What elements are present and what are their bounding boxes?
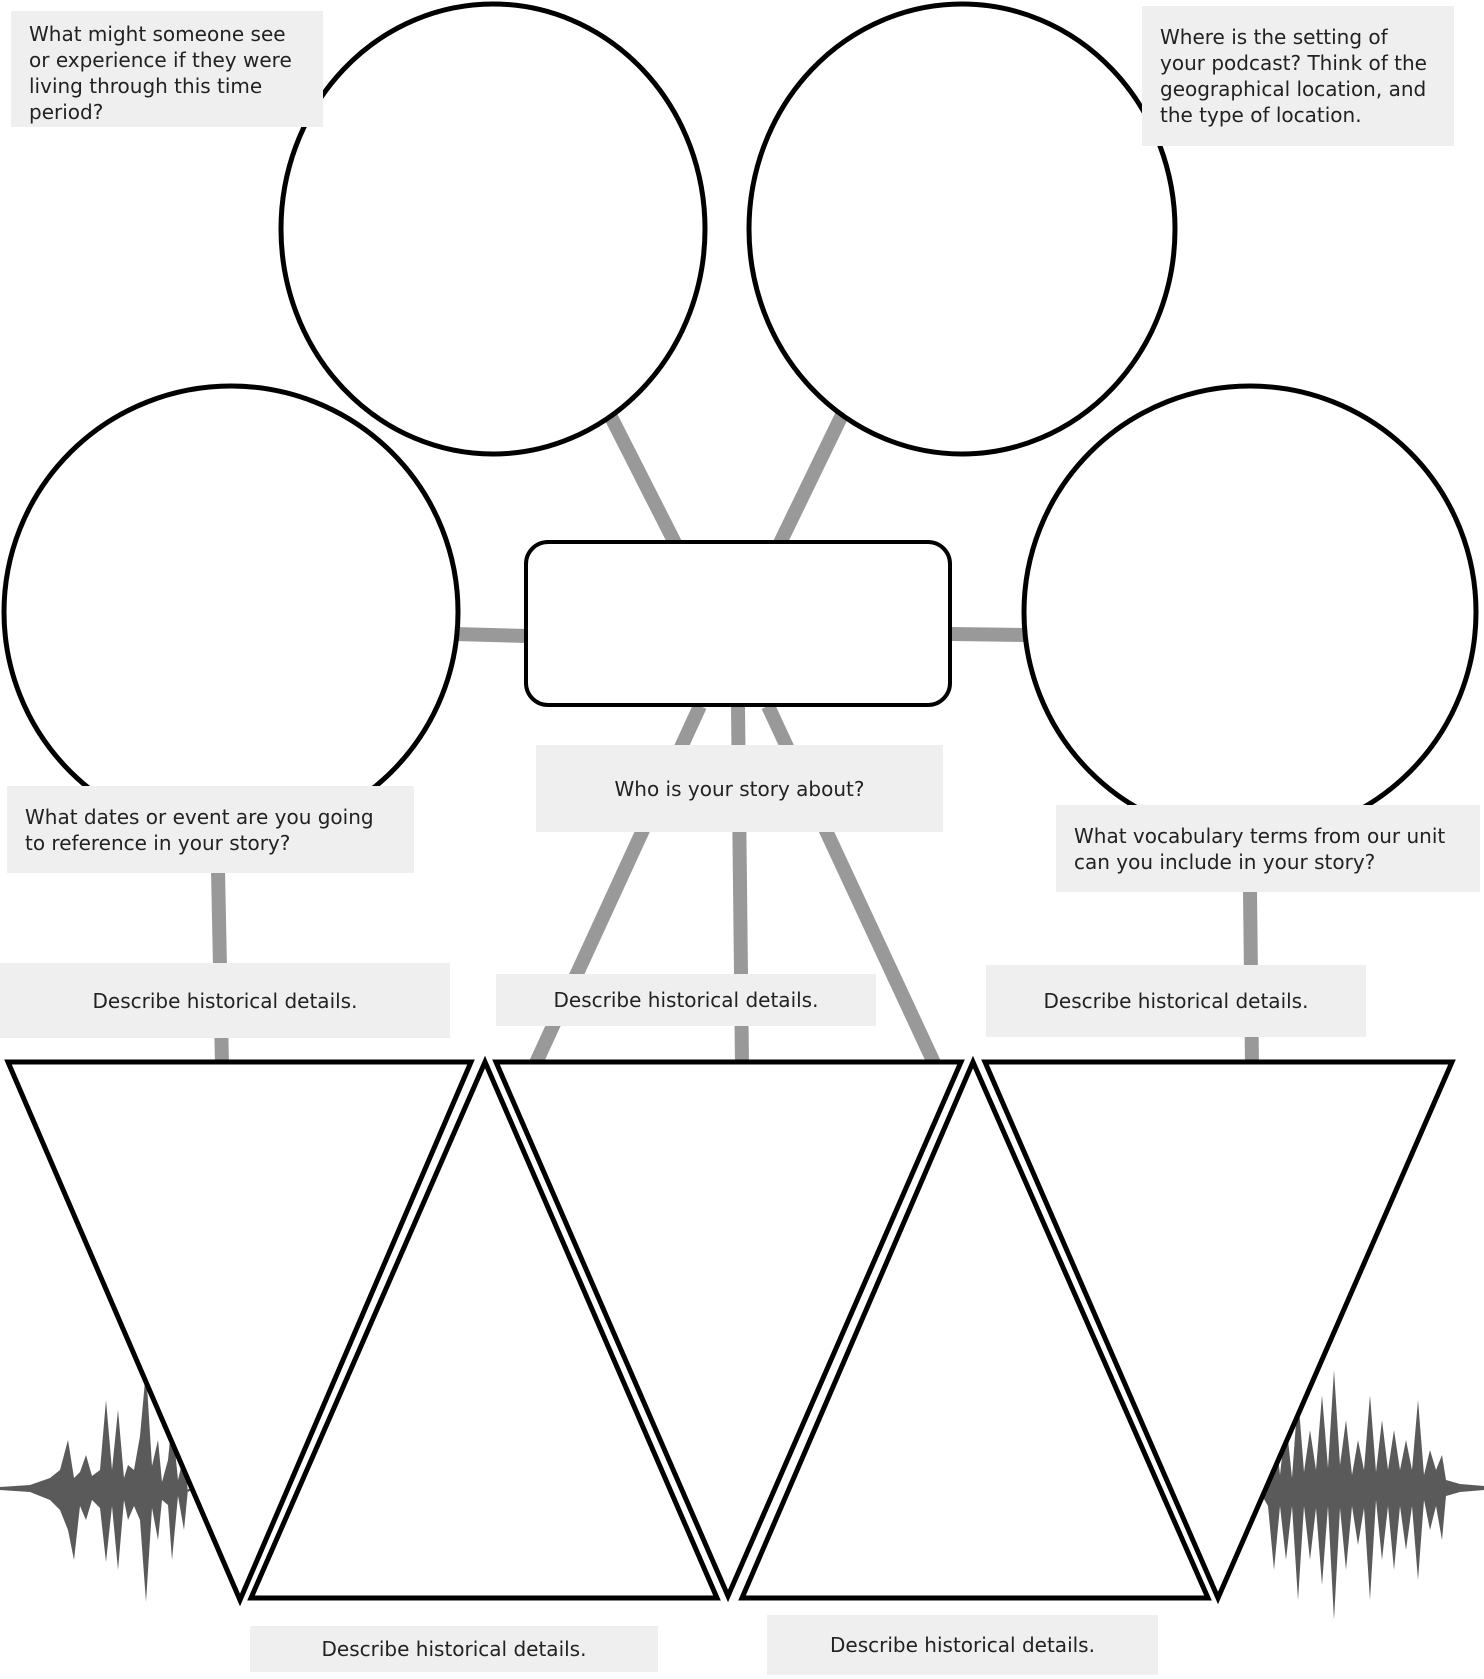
prompt-experience: What might someone see or experience if … [11, 11, 323, 127]
prompt-vocabulary-text: What vocabulary terms from our unit can … [1074, 824, 1446, 874]
detail-label-3: Describe historical details. [986, 965, 1366, 1037]
waveform-left-icon [0, 1370, 196, 1602]
circle-left[interactable] [1, 383, 461, 841]
detail-label-1-text: Describe historical details. [92, 988, 358, 1013]
prompt-dates-text: What dates or event are you going to ref… [25, 805, 374, 855]
detail-label-3-text: Describe historical details. [1043, 989, 1309, 1013]
detail-label-4-text: Describe historical details. [321, 1637, 587, 1661]
prompt-who-text: Who is your story about? [614, 776, 865, 801]
connector-left [454, 627, 529, 643]
triangle-up-1[interactable] [247, 1055, 721, 1601]
detail-label-2-text: Describe historical details. [553, 988, 819, 1012]
prompt-setting: Where is the setting of your podcast? Th… [1142, 6, 1454, 146]
prompt-experience-text: What might someone see or experience if … [29, 22, 292, 124]
center-box[interactable] [524, 540, 952, 707]
prompt-dates: What dates or event are you going to ref… [7, 786, 414, 873]
detail-label-2: Describe historical details. [496, 974, 876, 1026]
circle-right[interactable] [1021, 383, 1479, 841]
detail-label-5: Describe historical details. [767, 1615, 1158, 1675]
circle-top-right[interactable] [746, 1, 1178, 457]
connector-right [949, 627, 1026, 642]
triangle-down-1[interactable] [4, 1059, 475, 1607]
triangle-up-2[interactable] [738, 1055, 1212, 1601]
detail-label-5-text: Describe historical details. [830, 1633, 1095, 1657]
triangle-down-3[interactable] [981, 1059, 1456, 1605]
circle-top-left[interactable] [278, 1, 708, 457]
triangle-down-2[interactable] [492, 1059, 965, 1603]
detail-label-4: Describe historical details. [250, 1626, 658, 1672]
prompt-who: Who is your story about? [536, 745, 943, 832]
connector-top-right [773, 411, 849, 547]
prompt-setting-text: Where is the setting of your podcast? Th… [1160, 25, 1427, 127]
connector-top-left [603, 411, 682, 547]
prompt-vocabulary: What vocabulary terms from our unit can … [1056, 805, 1480, 892]
detail-label-1: Describe historical details. [0, 963, 450, 1038]
waveform-right-icon [1260, 1370, 1484, 1620]
